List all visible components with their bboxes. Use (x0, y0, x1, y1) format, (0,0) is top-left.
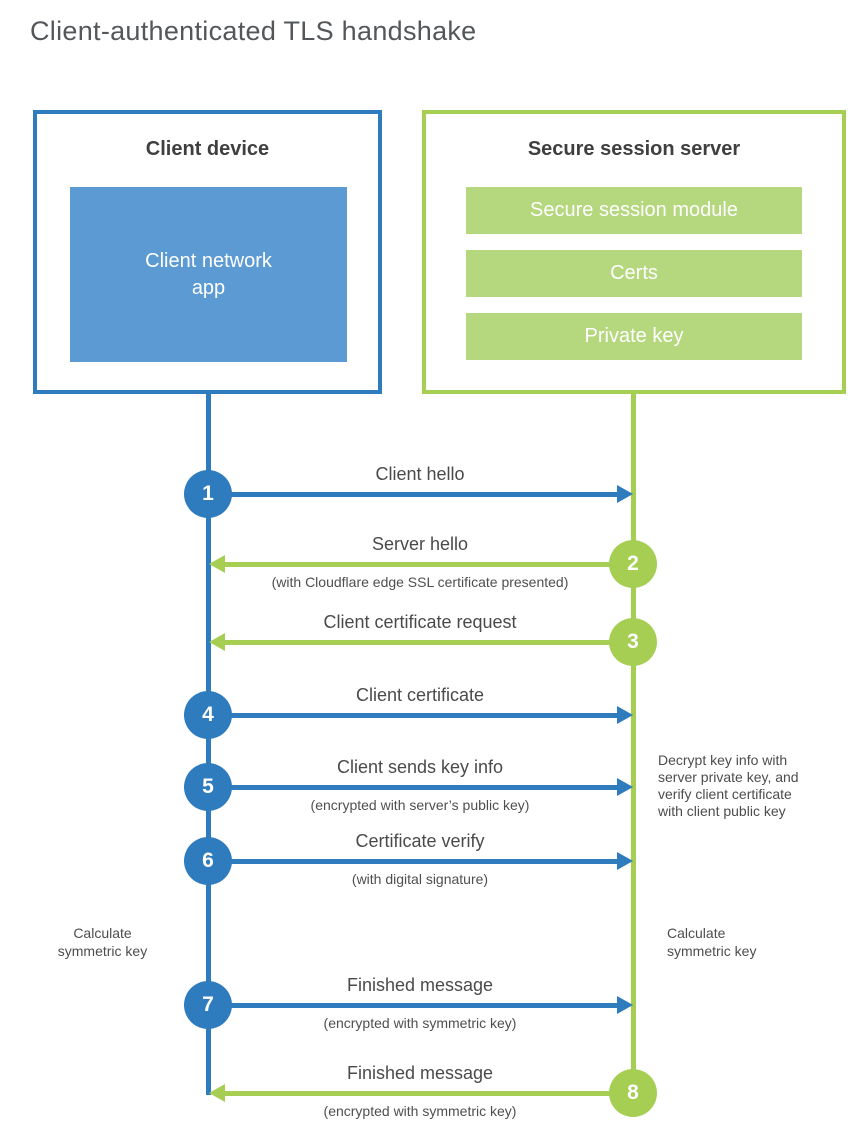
page-title: Client-authenticated TLS handshake (30, 16, 477, 46)
arrowhead-right-icon (617, 485, 633, 503)
message-sublabel: (encrypted with symmetric key) (323, 1103, 517, 1119)
arrow-line (208, 785, 618, 790)
arrowhead-left-icon (209, 1084, 225, 1102)
step-badge-2: 2 (609, 540, 657, 588)
arrow-line (208, 492, 618, 497)
arrowhead-left-icon (209, 633, 225, 651)
message-label: Finished message (346, 1063, 494, 1083)
server-module-certs: Certs (466, 250, 802, 297)
arrow-line (224, 1091, 633, 1096)
arrow-line (208, 859, 618, 864)
client-network-app-box: Client network app (70, 187, 347, 362)
client-device-title: Client device (145, 138, 270, 160)
server-lifeline (631, 392, 636, 1095)
secure-session-server-box: Secure session server Secure session mod… (422, 110, 846, 394)
server-module-secure-session-module: Secure session module (466, 187, 802, 234)
step-badge-8: 8 (609, 1069, 657, 1117)
arrow-line (208, 713, 618, 718)
arrowhead-left-icon (209, 555, 225, 573)
message-sublabel: (encrypted with server’s public key) (310, 797, 530, 813)
message-label: Client certificate request (323, 612, 517, 632)
step-badge-4: 4 (184, 691, 232, 739)
arrow-line (224, 562, 633, 567)
message-label: Client certificate (355, 685, 485, 705)
message-label: Client hello (375, 464, 465, 484)
arrow-line (208, 1003, 618, 1008)
note-decrypt-key-info: Decrypt key info with server private key… (658, 752, 799, 819)
step-badge-7: 7 (184, 981, 232, 1029)
server-module-private-key: Private key (466, 313, 802, 360)
message-label: Finished message (346, 975, 494, 995)
arrowhead-right-icon (617, 996, 633, 1014)
step-badge-5: 5 (184, 763, 232, 811)
message-sublabel: (with digital signature) (351, 871, 489, 887)
message-label: Client sends key info (336, 757, 504, 777)
step-badge-6: 6 (184, 837, 232, 885)
arrowhead-right-icon (617, 778, 633, 796)
arrow-line (224, 640, 633, 645)
message-label: Server hello (371, 534, 469, 554)
step-badge-1: 1 (184, 470, 232, 518)
message-sublabel: (encrypted with symmetric key) (323, 1015, 517, 1031)
arrowhead-right-icon (617, 706, 633, 724)
note-calculate-symmetric-key-client: Calculate symmetric key (57, 925, 148, 959)
client-lifeline (206, 392, 211, 1095)
message-label: Certificate verify (355, 831, 485, 851)
secure-session-server-title: Secure session server (527, 138, 741, 160)
message-sublabel: (with Cloudflare edge SSL certificate pr… (271, 574, 569, 590)
note-calculate-symmetric-key-server: Calculate symmetric key (667, 925, 757, 959)
step-badge-3: 3 (609, 618, 657, 666)
arrowhead-right-icon (617, 852, 633, 870)
client-device-box: Client device Client network app (33, 110, 382, 394)
